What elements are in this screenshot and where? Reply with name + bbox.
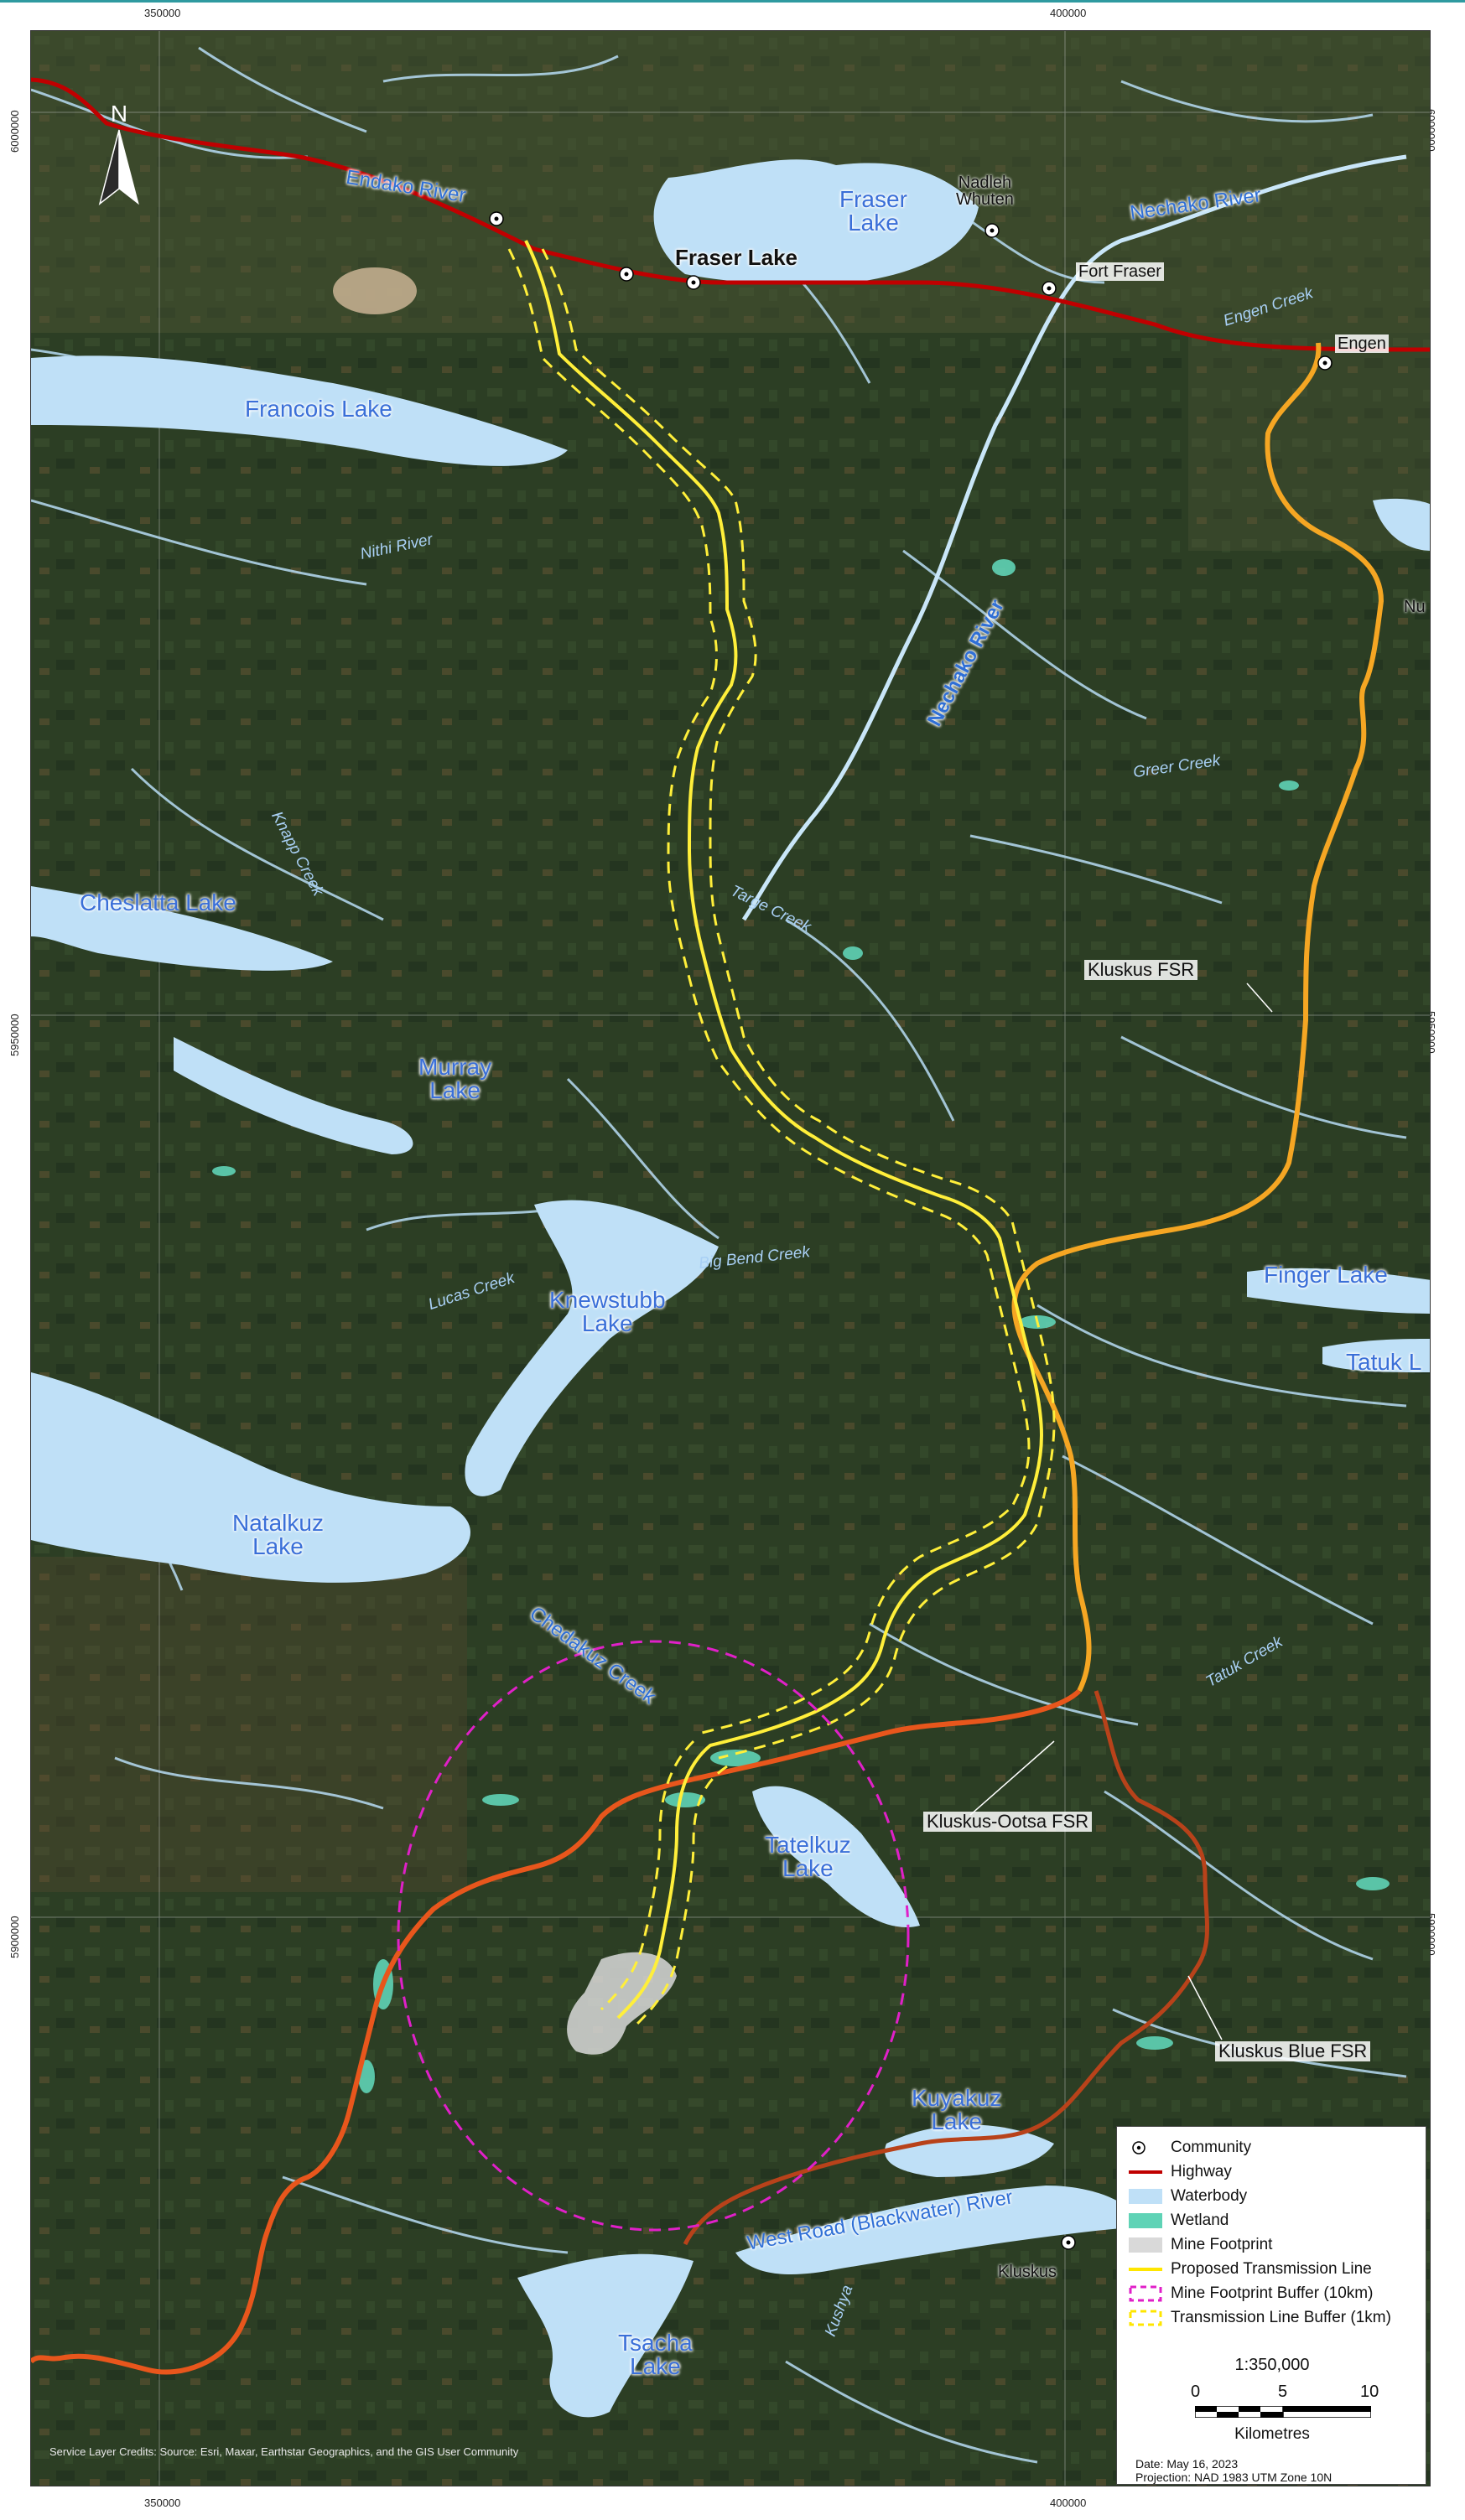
wetland-swatch-icon	[1129, 2213, 1162, 2228]
legend-row-transmission-buffer: Transmission Line Buffer (1km)	[1129, 2307, 1422, 2329]
legend-label-wetland: Wetland	[1171, 2211, 1229, 2229]
legend-label-highway: Highway	[1171, 2163, 1232, 2180]
label-fraser-lake-community: Fraser Lake	[675, 245, 797, 270]
legend-label-transmission-buffer: Transmission Line Buffer (1km)	[1171, 2309, 1391, 2326]
label-kluskus: Kluskus	[998, 2263, 1057, 2281]
community-icon-fraser-lake-west	[619, 267, 634, 282]
north-arrow-icon: N	[98, 101, 139, 205]
label-kluskus-ootsa-fsr: Kluskus-Ootsa FSR	[923, 1812, 1093, 1832]
community-icon-engen	[1317, 355, 1333, 371]
legend-label-mine-footprint: Mine Footprint	[1171, 2236, 1273, 2253]
legend-label-mine-buffer: Mine Footprint Buffer (10km)	[1171, 2284, 1374, 2302]
label-nu-truncated: Nu	[1404, 598, 1426, 616]
coord-top-400000: 400000	[1050, 7, 1087, 19]
legend-row-highway: Highway	[1129, 2161, 1422, 2183]
legend-label-waterbody: Waterbody	[1171, 2187, 1248, 2205]
wetlands	[212, 559, 1390, 2093]
scale-tick-5: 5	[1278, 2383, 1288, 2401]
proposed-transmission-line	[524, 240, 1044, 2020]
waterbody-swatch-icon	[1129, 2189, 1162, 2204]
legend-row-waterbody: Waterbody	[1129, 2186, 1422, 2207]
legend-panel: Community Highway Waterbody Wetland Mine…	[1116, 2126, 1426, 2485]
legend-row-mine-footprint: Mine Footprint	[1129, 2234, 1422, 2256]
top-rule	[0, 0, 1465, 3]
transmission-line-icon	[1129, 2268, 1162, 2271]
reddish-soil-southwest	[31, 1557, 467, 1892]
coord-top-350000: 350000	[144, 7, 181, 19]
highway-line-icon	[1129, 2170, 1162, 2174]
coord-left-5900000: 5900000	[8, 1916, 21, 1958]
community-icon-endako	[489, 211, 504, 226]
nechako-river	[741, 154, 1407, 921]
label-tatelkuz-lake: Tatelkuz Lake	[765, 1832, 851, 1881]
label-murray-lake: Murray Lake	[418, 1054, 492, 1103]
transmission-buffer-west	[507, 248, 1031, 1734]
label-natalkuz-lake: Natalkuz Lake	[232, 1510, 324, 1559]
label-nadleh-whuten: Nadleh Whuten	[956, 174, 1014, 209]
scale-tick-10: 10	[1360, 2383, 1379, 2401]
legend-label-community: Community	[1171, 2139, 1252, 2156]
label-fraser-lake-water: Fraser Lake	[839, 186, 907, 236]
label-finger-lake: Finger Lake	[1264, 1262, 1388, 1288]
kluskus-ootsa-fsr-road	[31, 1688, 1082, 2375]
coord-left-5950000: 5950000	[8, 1014, 21, 1056]
map-date: Date: May 16, 2023	[1135, 2457, 1239, 2471]
graticule	[31, 31, 1430, 2486]
label-francois-lake: Francois Lake	[245, 396, 392, 422]
label-tatuk-lake-truncated: Tatuk L	[1346, 1349, 1422, 1375]
legend-row-community: Community	[1129, 2137, 1422, 2159]
community-icon-fraser-lake	[686, 275, 701, 290]
legend-row-wetland: Wetland	[1129, 2210, 1422, 2232]
mine-buffer-swatch-icon	[1129, 2285, 1162, 2302]
transmission-buffer-swatch-icon	[1129, 2310, 1162, 2326]
legend-row-mine-buffer: Mine Footprint Buffer (10km)	[1129, 2283, 1422, 2305]
scale-unit: Kilometres	[1234, 2425, 1310, 2443]
label-kluskus-fsr: Kluskus FSR	[1084, 960, 1198, 980]
label-kluskus-blue-fsr: Kluskus Blue FSR	[1215, 2041, 1371, 2061]
transmission-buffer-east	[541, 248, 1056, 1760]
label-tsacha-lake: Tsacha Lake	[618, 2330, 693, 2379]
legend-row-transmission-line: Proposed Transmission Line	[1129, 2258, 1422, 2280]
map-canvas[interactable]	[31, 31, 1431, 2486]
coord-left-6000000: 6000000	[8, 110, 21, 153]
community-icon-kluskus	[1061, 2235, 1076, 2250]
transmission-buffer-spur	[600, 1740, 728, 2028]
service-layer-credits: Service Layer Credits: Source: Esri, Max…	[49, 2445, 519, 2458]
scale-ratio: 1:350,000	[1234, 2356, 1310, 2374]
waterbodies	[31, 159, 1430, 2418]
label-knewstubb-lake: Knewstubb Lake	[549, 1287, 666, 1336]
map-projection: Projection: NAD 1983 UTM Zone 10N	[1135, 2471, 1333, 2484]
scale-bar	[1195, 2406, 1371, 2418]
scale-tick-0: 0	[1191, 2383, 1201, 2401]
community-icon-fort-fraser	[1042, 281, 1057, 296]
kluskus-blue-fsr-road	[683, 1690, 1209, 2246]
community-icon-nadleh-whuten	[984, 223, 1000, 238]
community-dot-icon	[1132, 2141, 1146, 2154]
imagery-background	[31, 31, 1430, 2486]
label-kuyakuz-lake: Kuyakuz Lake	[912, 2085, 1002, 2134]
leader-lines	[969, 983, 1273, 2040]
mine-footprint-buffer-10km	[397, 1640, 910, 2232]
community-markers	[489, 211, 1333, 2250]
legend-label-transmission-line: Proposed Transmission Line	[1171, 2260, 1372, 2278]
label-cheslatta-lake: Cheslatta Lake	[80, 889, 236, 915]
endako-pit	[333, 267, 417, 314]
highway-16	[31, 77, 1430, 352]
coord-bottom-350000: 350000	[144, 2497, 181, 2509]
label-engen: Engen	[1335, 334, 1389, 353]
label-fort-fraser: Fort Fraser	[1076, 262, 1164, 281]
coord-bottom-400000: 400000	[1050, 2497, 1087, 2509]
kluskus-fsr-road	[1011, 342, 1384, 1693]
north-letter: N	[111, 101, 127, 127]
mine-footprint-swatch-icon	[1129, 2237, 1162, 2253]
map-frame[interactable]: Endako River Fraser Lake Fraser Lake Nad…	[30, 30, 1431, 2486]
